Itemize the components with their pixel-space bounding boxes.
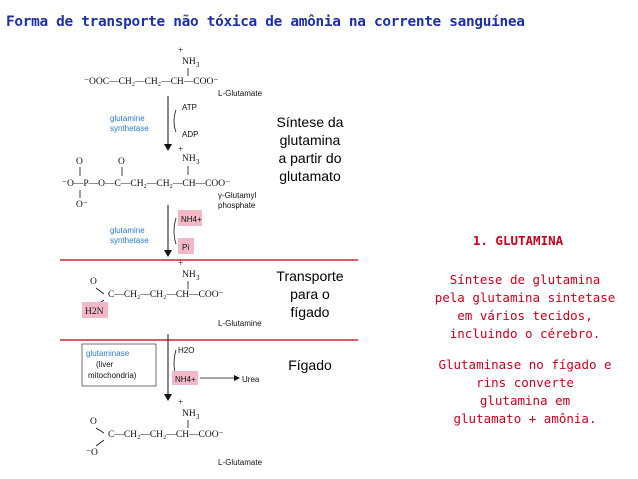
text2-line-1: Glutaminase no fígado e xyxy=(438,357,612,372)
step-synthesis-line-2: glutamina xyxy=(279,132,341,148)
svg-text:⁻OOC—CH₂—CH₂—CH—COO⁻: ⁻OOC—CH₂—CH₂—CH—COO⁻ xyxy=(84,77,218,87)
text2-line-2: rins converte xyxy=(476,375,574,390)
svg-text:NH: NH xyxy=(182,270,196,280)
text1-line-3: em vários tecidos, xyxy=(457,308,593,323)
svg-text:NH: NH xyxy=(182,409,196,419)
step-transport: Transporte para o fígado xyxy=(262,267,358,321)
svg-text:+: + xyxy=(178,398,183,408)
svg-text:O: O xyxy=(118,157,125,167)
svg-text:3: 3 xyxy=(196,413,200,421)
text2-line-3: glutamina em xyxy=(479,393,571,408)
svg-text:3: 3 xyxy=(196,274,200,282)
step-synthesis-line-1: Síntese da xyxy=(276,114,344,130)
step-transport-line-2: para o xyxy=(290,286,330,302)
svg-text:C—CH₂—CH₂—CH—COO⁻: C—CH₂—CH₂—CH—COO⁻ xyxy=(108,430,224,440)
enzyme-1-line-2: synthetase xyxy=(110,124,149,133)
step-transport-line-3: fígado xyxy=(290,304,330,320)
svg-text:NH: NH xyxy=(182,57,196,67)
svg-text:3: 3 xyxy=(196,158,200,166)
enzyme-2-line-1: glutamine xyxy=(110,226,145,235)
svg-text:O: O xyxy=(90,277,97,287)
svg-text:O: O xyxy=(90,417,97,427)
intermediate-label-2: phosphate xyxy=(218,201,256,210)
text1-line-4: incluindo o cérebro. xyxy=(449,326,601,341)
nh4-input-label: NH4+ xyxy=(181,215,202,224)
step-synthesis: Síntese da glutamina a partir do glutama… xyxy=(262,113,358,185)
enzyme-1-line-1: glutamine xyxy=(110,114,145,123)
svg-text:+: + xyxy=(178,46,183,56)
h2n-highlight xyxy=(82,302,108,318)
urea-label: Urea xyxy=(242,375,260,384)
adp-label: ADP xyxy=(182,130,198,139)
svg-text:O⁻: O⁻ xyxy=(76,200,88,210)
step-synthesis-line-4: glutamato xyxy=(279,168,341,184)
svg-text:+: + xyxy=(178,145,183,155)
enzyme-2-line-2: synthetase xyxy=(110,236,149,245)
svg-text:O: O xyxy=(76,157,83,167)
section-text-2: Glutaminase no fígado e rins converte gl… xyxy=(420,356,630,428)
step-liver: Fígado xyxy=(262,356,358,374)
glutamate-label: L-Glutamate xyxy=(218,89,263,98)
step-synthesis-line-3: a partir do xyxy=(278,150,342,166)
h2o-label: H2O xyxy=(178,346,194,355)
svg-text:⁻O: ⁻O xyxy=(86,448,98,458)
atp-label: ATP xyxy=(182,103,197,112)
svg-text:NH: NH xyxy=(182,154,196,164)
glutamate-bottom-label: L-Glutamate xyxy=(218,458,263,467)
section-heading: 1. GLUTAMINA xyxy=(472,233,564,248)
page-title: Forma de transporte não tóxica de amônia… xyxy=(6,14,525,30)
h2n-label: H2N xyxy=(85,307,104,317)
svg-text:C—CH₂—CH₂—CH—COO⁻: C—CH₂—CH₂—CH—COO⁻ xyxy=(108,290,224,300)
glutamine-label: L-Glutamine xyxy=(218,319,262,328)
svg-text:+: + xyxy=(178,259,183,269)
pi-label: Pi xyxy=(182,243,189,252)
text1-line-2: pela glutamina sintetase xyxy=(434,290,616,305)
intermediate-label-1: γ-Glutamyl xyxy=(218,191,256,200)
enzyme-3-line-1: glutaminase xyxy=(86,349,130,358)
pi-highlight xyxy=(178,238,194,254)
nh4-output-highlight xyxy=(172,371,198,385)
nh4-highlight xyxy=(178,210,202,226)
enzyme-3-line-2: (liver xyxy=(96,360,114,369)
enzyme-3-line-3: mitochondria) xyxy=(88,371,137,380)
step-transport-line-1: Transporte xyxy=(276,268,344,284)
svg-text:3: 3 xyxy=(196,61,200,69)
glutaminase-box xyxy=(81,343,157,387)
text2-line-4: glutamato + amônia. xyxy=(453,411,597,426)
svg-text:⁻O—P—O—C—CH₂—CH₂—CH—COO⁻: ⁻O—P—O—C—CH₂—CH₂—CH—COO⁻ xyxy=(62,179,230,189)
section-text-1: Síntese de glutamina pela glutamina sint… xyxy=(420,271,630,343)
nh4-output-label: NH4+ xyxy=(175,375,196,384)
step-liver-line-1: Fígado xyxy=(288,357,332,373)
text1-line-1: Síntese de glutamina xyxy=(449,272,601,287)
